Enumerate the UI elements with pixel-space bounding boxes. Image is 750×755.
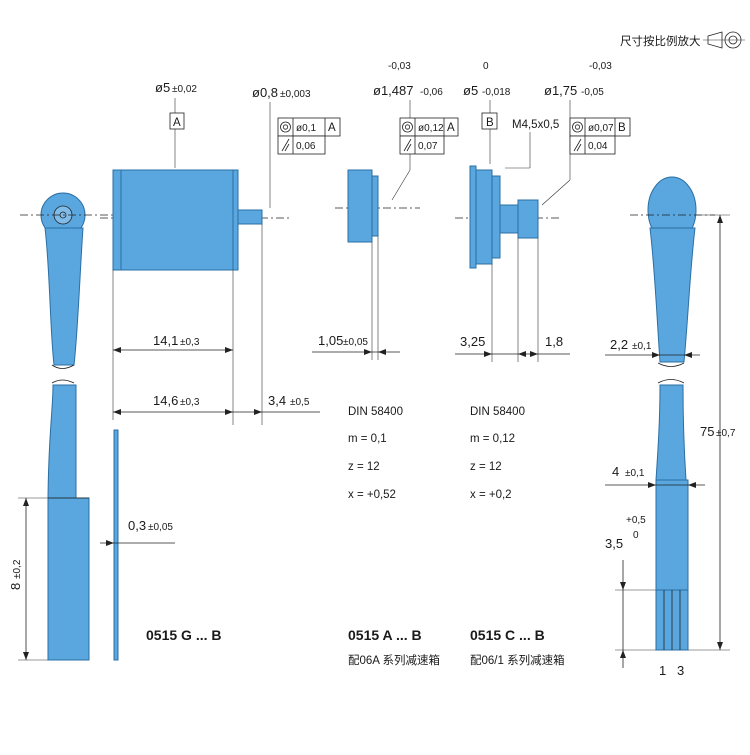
gear-c-dia: ø5 (463, 83, 478, 98)
gear-c-fc1-value: ø0,07 (588, 123, 614, 134)
motor-datum: A (173, 117, 181, 129)
gear-a-spec-1: DIN 58400 (348, 406, 403, 418)
motor-fc2-value: 0,06 (296, 141, 316, 152)
gear-c-fc1-ref: B (618, 122, 626, 134)
gear-a-len-tol: ±0,05 (343, 337, 368, 348)
right-d1-tol: ±0,1 (632, 341, 652, 352)
gear-a-len: 1,05 (318, 333, 343, 348)
shaft-dia-tol: ±0,003 (280, 89, 311, 100)
right-d2-tol: ±0,1 (625, 468, 645, 479)
shaft-dia: ø0,8 (252, 85, 278, 100)
gear-c-len1: 3,25 (460, 334, 485, 349)
gear-c-spec-4: x = +0,2 (470, 489, 512, 501)
gear-c-tol2-lower: -0,05 (581, 87, 604, 98)
projection-symbol-icon (703, 31, 745, 49)
sheet-thickness-tol: ±0,05 (148, 522, 173, 533)
motor-len2-tol: ±0,3 (180, 397, 200, 408)
motor-feature-frame: ø0,1 A 0,06 (277, 117, 341, 155)
gear-c-spec-1: DIN 58400 (470, 406, 525, 418)
gear-c-fc2-value: 0,04 (588, 141, 608, 152)
gear-a-spec-3: z = 12 (348, 461, 380, 473)
motor-0515g: ø5 ±0,02 A ø0,8 ±0,003 ø0,1 A 0,06 14,1 … (100, 80, 341, 661)
motor-dia: ø5 (155, 80, 170, 95)
gear-c-tol2-upper: -0,03 (589, 61, 612, 72)
right-d3-lower: 0 (633, 530, 639, 541)
gear-a-fc1-value: ø0,12 (418, 123, 444, 134)
gear-a-feature-frame: ø0,12 A 0,07 (399, 117, 459, 155)
right-d3-upper: +0,5 (626, 515, 646, 526)
shaft-len-tol: ±0,5 (290, 397, 310, 408)
pin-label-3: 3 (677, 663, 684, 678)
gear-a-spec-4: x = +0,52 (348, 489, 396, 501)
gear-0515c: 0 ø5 -0,018 B M4,5x0,5 -0,03 ø1,75 -0,05… (455, 61, 631, 667)
gear-c-len2: 1,8 (545, 334, 563, 349)
scale-note: 尺寸按比例放大 (620, 34, 701, 48)
gear-c-spec-3: z = 12 (470, 461, 502, 473)
gear-c-thread: M4,5x0,5 (512, 119, 559, 131)
gear-c-dia2: ø1,75 (544, 83, 577, 98)
gear-c-tol-lower: -0,018 (482, 87, 511, 98)
motor-dia-tol: ±0,02 (172, 84, 197, 95)
left-height-tol: ±0,2 (12, 559, 23, 579)
gear-c-part-label: 0515 C ... B (470, 627, 545, 643)
motor-len1-tol: ±0,3 (180, 337, 200, 348)
gear-c-tol-upper: 0 (483, 61, 489, 72)
right-len: 75 (700, 424, 714, 439)
right-d3: 3,5 (605, 536, 623, 551)
left-height-value: 8 (8, 583, 23, 590)
gear-0515a: -0,03 ø1,487 -0,06 ø0,12 A 0,07 1,05 ±0,… (312, 61, 459, 667)
gear-c-spec-2: m = 0,12 (470, 433, 515, 445)
gear-a-dia: ø1,487 (373, 83, 413, 98)
gear-a-sub-label: 配06A 系列减速箱 (348, 653, 440, 667)
shaft-len: 3,4 (268, 393, 286, 408)
sheet-thickness: 0,3 (128, 518, 146, 533)
left-side-view: 8 ±0,2 (8, 192, 115, 661)
right-d1: 2,2 (610, 337, 628, 352)
gear-c-datum: B (486, 117, 494, 129)
gear-a-spec-2: m = 0,1 (348, 433, 387, 445)
gear-c-feature-frame: ø0,07 B 0,04 (569, 117, 631, 155)
motor-len2: 14,6 (153, 393, 178, 408)
right-side-view: 2,2 ±0,1 75 ±0,7 4 ±0,1 3,5 +0,5 0 1 3 (605, 176, 736, 678)
motor-fc1-value: ø0,1 (296, 123, 316, 134)
motor-len1: 14,1 (153, 333, 178, 348)
gear-a-fc1-ref: A (447, 122, 455, 134)
gear-a-fc2-value: 0,07 (418, 141, 438, 152)
gear-a-part-label: 0515 A ... B (348, 627, 422, 643)
right-d2: 4 (612, 464, 619, 479)
gear-a-tol-lower: -0,06 (420, 87, 443, 98)
motor-fc1-ref: A (328, 122, 336, 134)
motor-part-label: 0515 G ... B (146, 627, 221, 643)
pin-label-1: 1 (659, 663, 666, 678)
right-len-tol: ±0,7 (716, 428, 736, 439)
gear-a-tol-upper: -0,03 (388, 61, 411, 72)
gear-c-sub-label: 配06/1 系列减速箱 (470, 653, 565, 667)
